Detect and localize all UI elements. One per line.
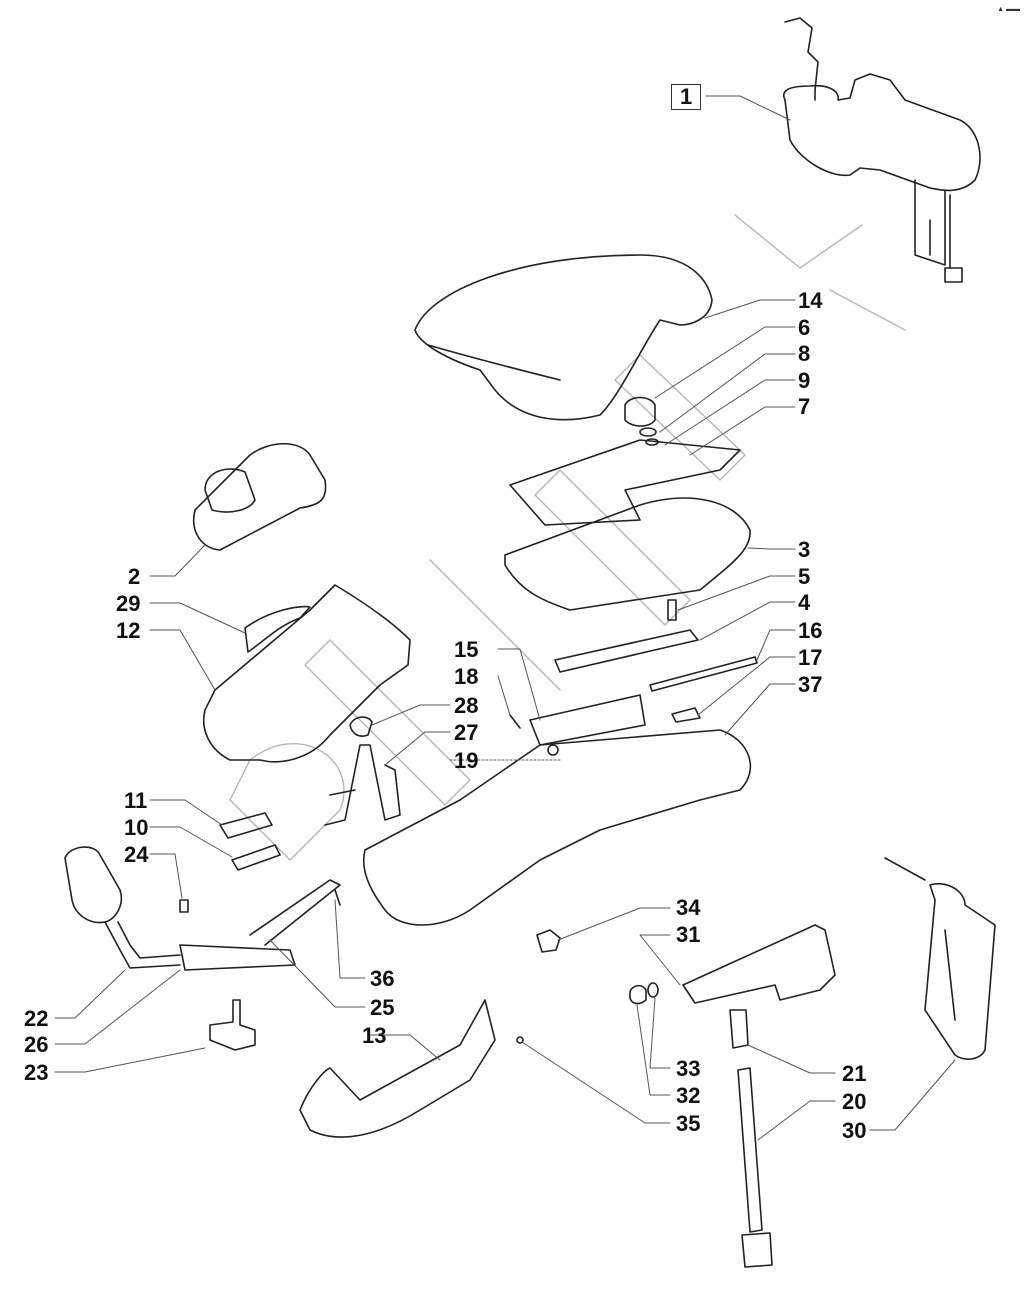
callout-24: 24 — [124, 842, 149, 867]
part-2-front-housing — [193, 443, 327, 551]
part-15-connector — [529, 694, 646, 746]
part-31-lever — [682, 924, 836, 1004]
part-25-hinge-plate — [249, 879, 341, 946]
part-7-cover-plate — [509, 439, 741, 526]
part-16-rod — [649, 656, 758, 692]
callout-31: 31 — [676, 922, 701, 947]
callout-18: 18 — [454, 664, 479, 689]
callout-9: 9 — [798, 368, 811, 393]
callout-4: 4 — [798, 590, 811, 615]
part-27-bracket — [324, 744, 401, 826]
callout-2: 2 — [128, 564, 141, 589]
part-34-clip — [536, 929, 561, 953]
callout-29: 29 — [116, 591, 141, 616]
callout-11: 11 — [124, 788, 148, 813]
callout-15: 15 — [454, 637, 479, 662]
corner-logo: ▲ ▬▬ — [997, 6, 1020, 13]
part-26-sliding-rail — [179, 944, 296, 971]
part-4-bracket-plate — [554, 629, 699, 673]
callout-17: 17 — [798, 645, 823, 670]
callout-26: 26 — [24, 1032, 49, 1057]
part-30-mount-bracket — [884, 857, 996, 1060]
callout-3: 3 — [798, 537, 811, 562]
callout-16: 16 — [798, 618, 823, 643]
callout-34: 34 — [676, 895, 701, 920]
part-28-knob-cap — [349, 716, 373, 737]
part-18-screw — [509, 714, 521, 729]
callout-5: 5 — [798, 564, 811, 589]
part-1-armrest-assembly — [783, 17, 981, 283]
callout-19: 19 — [454, 748, 479, 773]
part-10-switch-mount — [231, 844, 281, 871]
callout-37: 37 — [798, 672, 823, 697]
callout-6: 6 — [798, 315, 811, 340]
part-6-knob — [624, 396, 656, 427]
part-35-ring — [516, 1036, 524, 1044]
part-24-bolt — [179, 899, 189, 913]
callout-32: 32 — [676, 1083, 701, 1108]
callout-28: 28 — [454, 693, 479, 718]
part-22-joystick-arm — [64, 846, 181, 969]
part-3-top-shell — [504, 497, 751, 611]
part-5-pin — [667, 599, 677, 621]
part-37-main-base — [362, 729, 752, 926]
part-19-nut — [547, 744, 559, 756]
part-33-washer — [647, 982, 659, 998]
callout-22: 22 — [24, 1006, 49, 1031]
part-12-housing — [203, 584, 411, 763]
callout-13: 13 — [362, 1023, 387, 1048]
callout-33: 33 — [676, 1056, 701, 1081]
part-20-support-rod — [737, 1067, 773, 1268]
callout-10: 10 — [124, 815, 149, 840]
callout-25: 25 — [370, 995, 395, 1020]
part-13-lower-cover — [299, 999, 496, 1138]
callout-36: 36 — [370, 966, 395, 991]
part-17-clip — [671, 707, 701, 723]
callout-27: 27 — [454, 720, 479, 745]
part-23-adjust-knob — [209, 999, 256, 1051]
part-11-plate — [219, 812, 273, 839]
callout-8: 8 — [798, 341, 811, 366]
leader-lines — [54, 95, 956, 1141]
part-36-spring — [334, 889, 341, 906]
part-32-cap-nut — [629, 984, 647, 1005]
part-21-sleeve — [729, 1009, 749, 1049]
callout-14: 14 — [798, 288, 823, 313]
callout-35: 35 — [676, 1111, 701, 1136]
callout-12: 12 — [116, 618, 141, 643]
callout-7: 7 — [798, 394, 811, 419]
callout-21: 21 — [842, 1061, 867, 1086]
callout-20: 20 — [842, 1089, 867, 1114]
callout-1: 1 — [671, 84, 702, 110]
callout-23: 23 — [24, 1060, 49, 1085]
part-8-washer — [639, 427, 657, 437]
part-14-cushion — [414, 254, 713, 421]
callout-30: 30 — [842, 1118, 867, 1143]
